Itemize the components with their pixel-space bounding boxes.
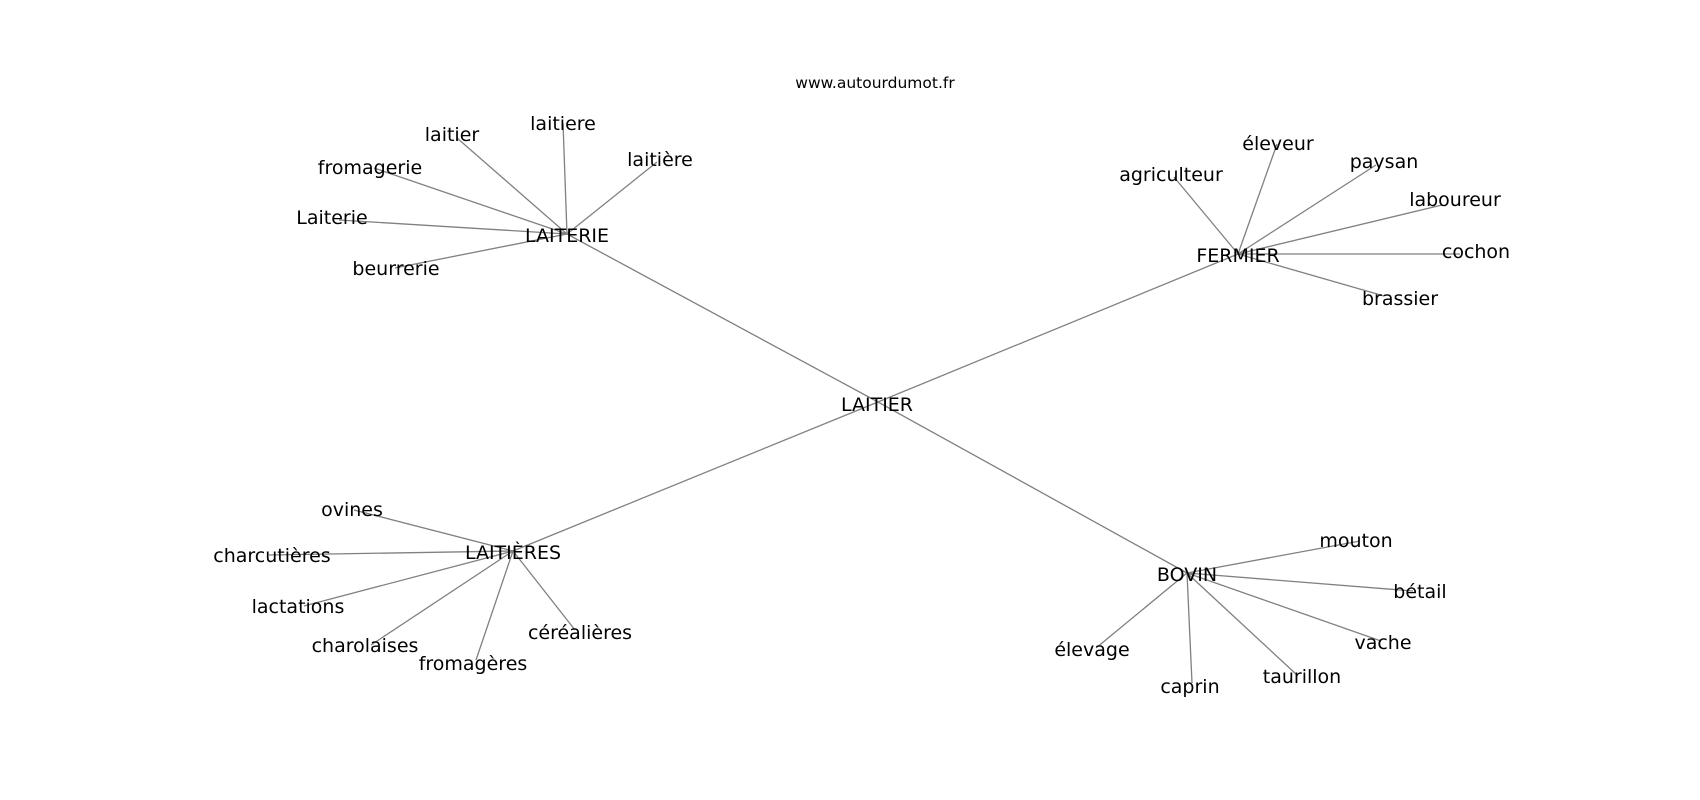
leaf-node[interactable]: fromagères — [419, 653, 528, 675]
leaf-node[interactable]: fromagerie — [318, 157, 422, 179]
leaf-node[interactable]: charcutières — [213, 545, 330, 567]
hub-leaf-edge — [456, 137, 568, 235]
leaf-node[interactable]: bétail — [1393, 581, 1446, 603]
source-label: www.autourdumot.fr — [795, 74, 955, 92]
leaf-node[interactable]: céréalières — [528, 622, 632, 644]
leaf-node[interactable]: cochon — [1442, 241, 1510, 263]
leaf-node[interactable]: lactations — [252, 596, 345, 618]
hub-leaf-edge — [1237, 204, 1443, 255]
hub-node-laiterie[interactable]: LAITERIE — [525, 225, 609, 247]
center-hub-edge — [512, 401, 879, 552]
hub-leaf-edge — [394, 233, 568, 269]
hub-leaf-edge — [566, 161, 658, 235]
hub-node-laitieres[interactable]: LAITIÈRES — [465, 541, 561, 564]
hub-leaf-edge — [1095, 572, 1188, 649]
hub-leaf-edge — [353, 509, 514, 552]
leaf-node[interactable]: paysan — [1350, 151, 1419, 173]
leaf-node[interactable]: éleveur — [1242, 133, 1314, 155]
leaf-node[interactable]: charolaises — [312, 635, 419, 657]
leaf-node[interactable]: vache — [1354, 632, 1411, 654]
leaf-node[interactable]: laitière — [627, 149, 693, 171]
hub-node-bovin[interactable]: BOVIN — [1157, 564, 1217, 586]
hub-leaf-edge — [562, 122, 568, 235]
hub-leaf-edge — [373, 167, 568, 235]
center-hub-edge — [877, 401, 1188, 574]
hub-leaf-edge — [475, 550, 514, 661]
hub-leaf-edge — [1186, 572, 1414, 592]
leaf-node[interactable]: laitiere — [530, 113, 596, 135]
hub-leaf-edge — [1186, 540, 1361, 574]
hub-leaf-edge — [1186, 572, 1298, 676]
hub-leaf-edge — [1237, 253, 1385, 297]
hub-leaf-edge — [1186, 572, 1193, 684]
hub-leaf-edge — [512, 550, 576, 631]
leaf-node[interactable]: laboureur — [1409, 189, 1501, 211]
leaf-node[interactable]: Laiterie — [296, 207, 367, 229]
leaf-node[interactable]: brassier — [1362, 288, 1438, 310]
leaf-node[interactable]: laitier — [425, 124, 480, 146]
hub-leaf-edge — [1173, 176, 1239, 255]
hub-leaf-edge — [1237, 143, 1278, 255]
hub-leaf-edge — [303, 550, 514, 607]
graph-edges — [268, 122, 1460, 684]
leaf-node[interactable]: beurrerie — [352, 258, 439, 280]
leaf-node[interactable]: élevage — [1054, 639, 1129, 661]
center-node[interactable]: LAITIER — [841, 394, 913, 416]
leaf-node[interactable]: mouton — [1319, 530, 1392, 552]
hub-leaf-edge — [338, 219, 568, 235]
hub-node-fermier[interactable]: FERMIER — [1196, 245, 1279, 267]
hub-leaf-edge — [370, 550, 514, 646]
hub-leaf-edge — [1186, 572, 1382, 642]
leaf-node[interactable]: ovines — [321, 499, 383, 521]
leaf-node[interactable]: taurillon — [1263, 666, 1341, 688]
center-hub-edge — [566, 233, 879, 403]
hub-leaf-edge — [1237, 164, 1377, 255]
leaf-node[interactable]: caprin — [1160, 676, 1219, 698]
leaf-node[interactable]: agriculteur — [1119, 164, 1223, 186]
center-hub-edge — [877, 253, 1239, 403]
hub-leaf-edge — [268, 550, 514, 556]
